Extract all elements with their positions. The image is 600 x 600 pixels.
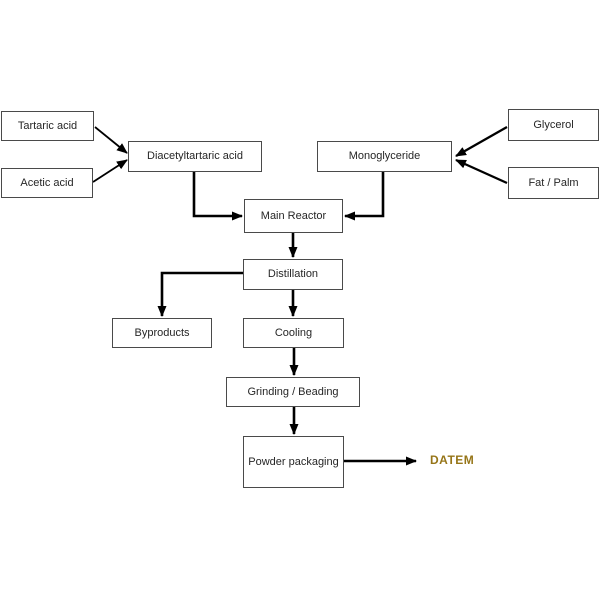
node-byproducts-label: Byproducts	[134, 326, 190, 339]
arrow-fatpalm-to-monoglyceride	[455, 158, 508, 185]
node-glycerol-label: Glycerol	[533, 118, 574, 131]
arrow-glycerol-to-monoglyceride	[455, 126, 508, 157]
node-distillation: Distillation	[243, 259, 343, 290]
node-powder-packaging-label: Powder packaging	[248, 455, 339, 468]
node-tartaric-acid: Tartaric acid	[1, 111, 94, 141]
arrow-distillation-to-byproducts	[157, 271, 243, 317]
node-acetic-acid: Acetic acid	[1, 168, 93, 198]
node-distillation-label: Distillation	[267, 268, 319, 280]
node-grinding-beading: Grinding / Beading	[226, 377, 360, 407]
node-monoglyceride-label: Monoglyceride	[348, 150, 421, 162]
node-byproducts: Byproducts	[112, 318, 212, 348]
node-main-reactor: Main Reactor	[244, 199, 343, 233]
node-diacetyltartaric-acid-label: Diacetyltartaric acid	[147, 150, 243, 162]
node-fat-palm-label: Fat / Palm	[528, 176, 579, 189]
node-fat-palm: Fat / Palm	[508, 167, 599, 199]
node-diacetyltartaric-acid: Diacetyltartaric acid	[128, 141, 262, 172]
node-grinding-beading-label: Grinding / Beading	[247, 385, 339, 398]
node-glycerol: Glycerol	[508, 109, 599, 141]
node-main-reactor-label: Main Reactor	[260, 209, 327, 222]
node-cooling: Cooling	[243, 318, 344, 348]
node-acetic-acid-label: Acetic acid	[20, 176, 74, 189]
arrow-acetic-to-diacetyl	[92, 159, 128, 183]
arrow-tartaric-to-diacetyl	[94, 126, 128, 154]
node-monoglyceride: Monoglyceride	[317, 141, 452, 172]
datem-output-label: DATEM	[430, 453, 475, 467]
node-tartaric-acid-label: Tartaric acid	[17, 119, 78, 132]
node-powder-packaging: Powder packaging	[243, 436, 344, 488]
arrow-monoglyceride-to-main-reactor	[344, 172, 385, 221]
node-cooling-label: Cooling	[274, 326, 313, 339]
arrow-diacetyl-to-main-reactor	[192, 172, 243, 221]
